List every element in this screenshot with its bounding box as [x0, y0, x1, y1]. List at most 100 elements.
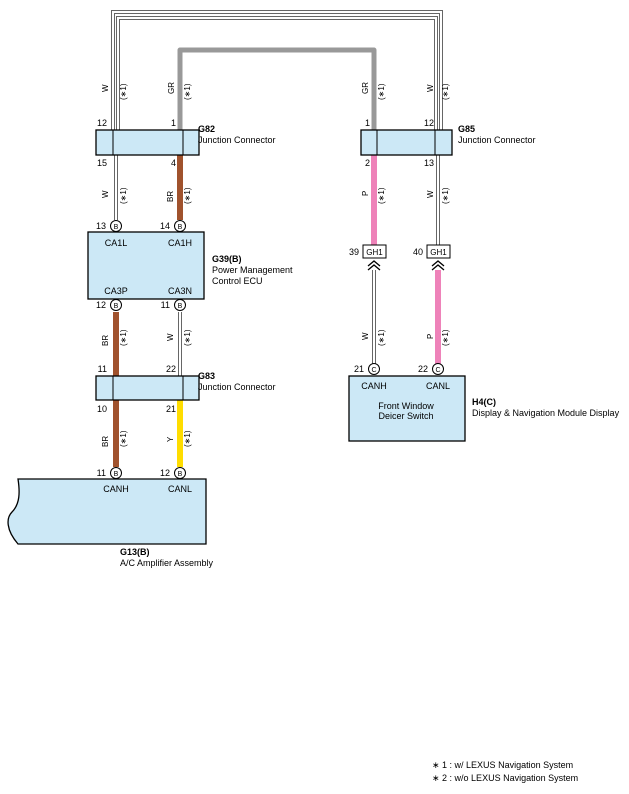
terminal-ca3p: CA3P — [104, 286, 128, 296]
note-mark: (∗1) — [183, 187, 192, 204]
legend-note-2: ∗ 2 : w/o LEXUS Navigation System — [432, 773, 579, 783]
wire-code-br: BR — [166, 191, 175, 202]
g83-name: Junction Connector — [198, 382, 276, 392]
pin-number: 40 — [413, 247, 423, 257]
terminal-canh: CANH — [103, 484, 129, 494]
terminal-canl: CANL — [426, 381, 450, 391]
gh1-connector-left: GH1 — [362, 244, 387, 271]
svg-text:B: B — [114, 224, 119, 231]
note-mark: (∗1) — [183, 83, 192, 100]
chevron-connector-icon — [367, 260, 381, 271]
wire-code-gr: GR — [361, 82, 370, 94]
pin-badge-g13-canh: B — [110, 467, 122, 479]
terminal-ca1l: CA1L — [105, 238, 128, 248]
terminal-labels: CA1L CA1H CA3P CA3N CANH CANL Front Wind… — [103, 238, 450, 494]
pin-number: 22 — [418, 364, 428, 374]
svg-text:B: B — [178, 224, 183, 231]
svg-text:B: B — [114, 471, 119, 478]
svg-text:C: C — [435, 367, 440, 374]
pin-number: 11 — [97, 468, 106, 478]
g85-id: G85 — [458, 124, 475, 134]
pin-number: 39 — [349, 247, 359, 257]
g39-name-line1: Power Management — [212, 265, 293, 275]
pin-badge-h4-canl: C — [432, 363, 444, 375]
pin-number: 12 — [424, 118, 434, 128]
wire-code-br: BR — [101, 335, 110, 346]
h4-name: Display & Navigation Module Display — [472, 408, 620, 418]
pin-number: 14 — [160, 221, 170, 231]
pin-number: 21 — [166, 404, 176, 414]
svg-text:B: B — [114, 303, 119, 310]
pin-number: 11 — [161, 300, 170, 310]
svg-text:B: B — [178, 303, 183, 310]
g13-name: A/C Amplifier Assembly — [120, 558, 214, 568]
terminal-canl: CANL — [168, 484, 192, 494]
g39-name-line2: Control ECU — [212, 276, 263, 286]
wire-code-br: BR — [101, 436, 110, 447]
svg-text:GH1: GH1 — [366, 248, 383, 257]
note-mark: (∗1) — [441, 329, 450, 346]
pin-number: 2 — [365, 158, 370, 168]
wire-code-w: W — [361, 332, 370, 340]
pin-badge-g39-ca1l: B — [110, 220, 122, 232]
note-mark: (∗1) — [119, 83, 128, 100]
wire-code-y: Y — [166, 436, 175, 442]
terminal-ca1h: CA1H — [168, 238, 192, 248]
pin-number: 1 — [171, 118, 176, 128]
pin-number: 13 — [96, 221, 106, 231]
wire-code-w: W — [101, 190, 110, 198]
pin-number: 12 — [97, 118, 107, 128]
g83-junction-connector — [95, 375, 200, 401]
chevron-connector-icon — [431, 260, 445, 271]
g82-id: G82 — [198, 124, 215, 134]
note-mark: (∗1) — [441, 83, 450, 100]
note-mark: (∗1) — [377, 83, 386, 100]
g85-junction-connector — [360, 129, 453, 156]
terminal-ca3n: CA3N — [168, 286, 192, 296]
pin-number: 22 — [166, 364, 176, 374]
legend-note-1: ∗ 1 : w/ LEXUS Navigation System — [432, 760, 574, 770]
wire-gray-gr — [177, 47, 377, 130]
note-mark: (∗1) — [119, 430, 128, 447]
g82-junction-connector — [95, 129, 200, 156]
wire-white-inner-loop — [116, 16, 438, 130]
wire-code-w: W — [426, 190, 435, 198]
pin-badge-g39-ca3n: B — [174, 299, 186, 311]
wire-code-labels: W (∗1) GR (∗1) GR (∗1) W (∗1) W (∗1) BR … — [101, 82, 450, 447]
g39-id: G39(B) — [212, 254, 242, 264]
g13-id: G13(B) — [120, 547, 150, 557]
note-mark: (∗1) — [377, 187, 386, 204]
gh1-connector-right: GH1 — [426, 244, 451, 271]
h4-inner-line2: Deicer Switch — [378, 411, 433, 421]
g39-ecu-box — [87, 231, 205, 300]
pin-number: 11 — [98, 364, 107, 374]
g82-name: Junction Connector — [198, 135, 276, 145]
component-labels: G82 Junction Connector G85 Junction Conn… — [120, 124, 620, 568]
note-mark: (∗1) — [441, 187, 450, 204]
pin-number: 1 — [365, 118, 370, 128]
wire-white-outer-loop — [111, 10, 443, 130]
note-mark: (∗1) — [119, 329, 128, 346]
pin-number: 10 — [97, 404, 107, 414]
g83-id: G83 — [198, 371, 215, 381]
svg-text:B: B — [178, 471, 183, 478]
note-mark: (∗1) — [119, 187, 128, 204]
note-mark: (∗1) — [183, 329, 192, 346]
pin-badge-g39-ca3p: B — [110, 299, 122, 311]
h4-id: H4(C) — [472, 397, 496, 407]
h4-inner-line1: Front Window — [378, 401, 434, 411]
terminal-canh: CANH — [361, 381, 387, 391]
wire-code-w: W — [426, 84, 435, 92]
wire-code-w: W — [101, 84, 110, 92]
wire-code-p: P — [426, 334, 435, 339]
g85-name: Junction Connector — [458, 135, 536, 145]
pin-number: 15 — [97, 158, 107, 168]
svg-text:GH1: GH1 — [430, 248, 447, 257]
pin-number: 4 — [171, 158, 176, 168]
wire-code-p: P — [361, 191, 370, 196]
g13-amplifier-box — [7, 478, 207, 545]
note-mark: (∗1) — [377, 329, 386, 346]
h4-display-box — [348, 375, 466, 442]
pin-number: 12 — [160, 468, 170, 478]
